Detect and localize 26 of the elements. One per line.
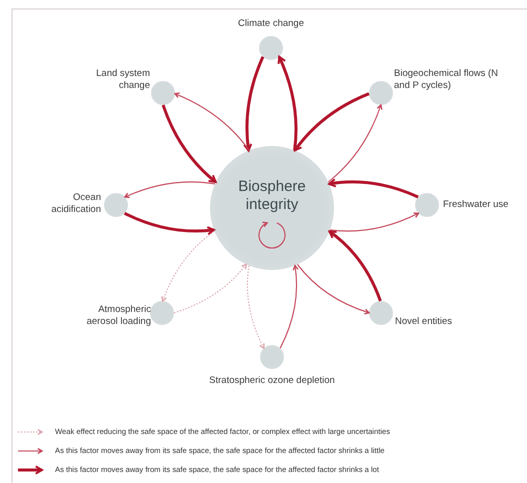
arrow <box>243 56 264 152</box>
factor-label: Ocean acidification <box>50 192 101 216</box>
node-title: Biosphere integrity <box>237 178 307 214</box>
factor-label: Biogeochemical flows (N and P cycles) <box>394 68 500 92</box>
arrow <box>246 265 265 349</box>
factor-label: Stratospheric ozone depletion <box>209 375 335 387</box>
arrow <box>280 264 299 348</box>
arrow <box>174 92 250 151</box>
arrow <box>161 230 215 302</box>
arrow <box>328 230 382 302</box>
arrow <box>294 92 370 152</box>
factor-label: Climate change <box>238 18 304 30</box>
factor-label: Novel entities <box>395 316 452 328</box>
factor-label: Land system change <box>95 68 150 92</box>
factor-label: Freshwater use <box>443 199 508 211</box>
arrow <box>277 56 298 150</box>
arrow <box>124 212 215 236</box>
arrow <box>297 264 370 314</box>
arrow <box>330 212 420 232</box>
arrow <box>174 264 247 314</box>
arrow <box>162 104 217 184</box>
factor-label: Atmospheric aerosol loading <box>86 304 151 328</box>
arrow <box>328 104 382 182</box>
arrow <box>124 181 215 198</box>
arrow <box>258 222 286 249</box>
arrow <box>328 178 419 198</box>
